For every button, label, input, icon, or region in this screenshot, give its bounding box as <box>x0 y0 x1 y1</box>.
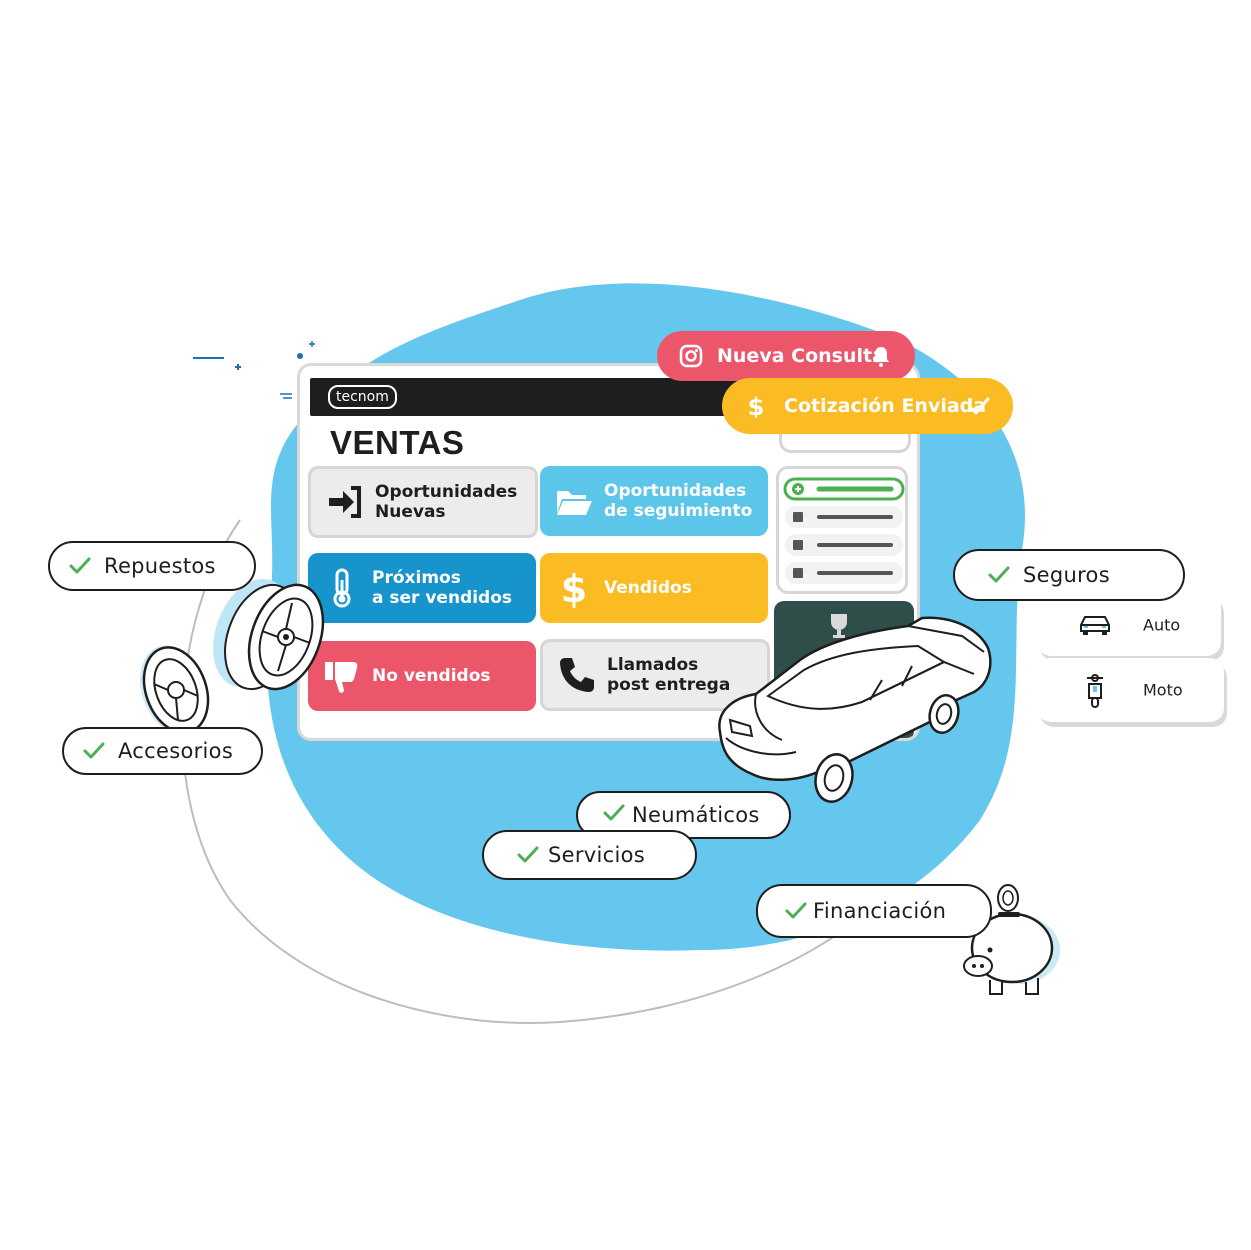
check-icon <box>69 557 91 574</box>
insurance-option-label: Auto <box>1143 615 1181 635</box>
svg-text:$: $ <box>748 394 765 418</box>
tag-repuestos[interactable]: Repuestos <box>48 541 256 591</box>
thermometer-icon <box>333 568 351 608</box>
wheel-rim-icon <box>213 578 325 691</box>
check-icon <box>988 566 1010 583</box>
agenda-panel <box>776 466 908 594</box>
notification-cotizacion-enviada[interactable]: $ Cotización Enviada <box>722 378 1013 434</box>
tag-servicios[interactable]: Servicios <box>482 830 697 880</box>
insurance-option-moto[interactable]: Moto <box>1037 658 1224 722</box>
svg-text:$: $ <box>561 568 587 608</box>
dollar-icon: $ <box>561 568 587 608</box>
tile-label: Próximos a ser vendidos <box>372 568 513 608</box>
phone-icon <box>560 658 594 692</box>
tile-no-vendidos[interactable]: No vendidos <box>308 641 536 711</box>
folder-open-icon <box>557 491 592 515</box>
tile-llamados-post-entrega[interactable]: Llamados post entrega <box>540 639 770 711</box>
tile-label: Llamados post entrega <box>607 655 731 695</box>
check-icon <box>785 902 807 919</box>
car-icon <box>718 616 992 803</box>
tile-label: Vendidos <box>604 578 692 598</box>
tile-vendidos[interactable]: $ Vendidos <box>540 553 768 623</box>
tag-seguros[interactable]: Seguros <box>953 549 1185 601</box>
tile-oportunidades-seguimiento[interactable]: Oportunidades de seguimiento <box>540 466 768 536</box>
car-icon <box>1080 616 1110 635</box>
tag-accesorios[interactable]: Accesorios <box>62 727 263 775</box>
instagram-icon <box>679 344 703 368</box>
dollar-icon: $ <box>748 394 765 418</box>
tag-label: Seguros <box>1023 563 1110 587</box>
tile-oportunidades-nuevas[interactable]: Oportunidades Nuevas <box>308 466 538 538</box>
thumbs-down-icon <box>325 662 358 693</box>
steering-wheel-icon <box>140 645 210 735</box>
tag-label: Accesorios <box>118 739 234 763</box>
tile-label: Oportunidades Nuevas <box>375 482 518 522</box>
trophy-icon <box>831 614 847 638</box>
tag-financiacion[interactable]: Financiación <box>756 884 992 938</box>
tag-label: Servicios <box>548 843 646 867</box>
check-icon <box>83 742 105 759</box>
check-icon <box>603 804 625 821</box>
check-icon <box>968 397 990 415</box>
tag-label: Repuestos <box>104 554 216 578</box>
agenda-list <box>783 477 905 584</box>
notification-nueva-consulta[interactable]: Nueva Consulta <box>657 331 915 381</box>
insurance-option-label: Moto <box>1143 680 1183 700</box>
piggy-bank-icon <box>963 884 1060 995</box>
tag-label: Neumáticos <box>632 803 760 827</box>
notification-label: Cotización Enviada <box>784 395 987 417</box>
scooter-icon <box>1087 674 1103 708</box>
tag-label: Financiación <box>813 899 947 923</box>
page-title: VENTAS <box>330 424 465 461</box>
bell-icon <box>873 347 889 367</box>
sign-in-icon <box>329 486 361 518</box>
check-icon <box>517 846 539 863</box>
tile-label: No vendidos <box>372 666 491 686</box>
tecnom-logo: tecnom <box>328 385 397 409</box>
tile-proximos-a-ser-vendidos[interactable]: Próximos a ser vendidos <box>308 553 536 623</box>
tile-label: Oportunidades de seguimiento <box>604 481 753 521</box>
insurance-option-auto[interactable]: Auto <box>1037 594 1221 656</box>
notification-label: Nueva Consulta <box>717 345 885 367</box>
